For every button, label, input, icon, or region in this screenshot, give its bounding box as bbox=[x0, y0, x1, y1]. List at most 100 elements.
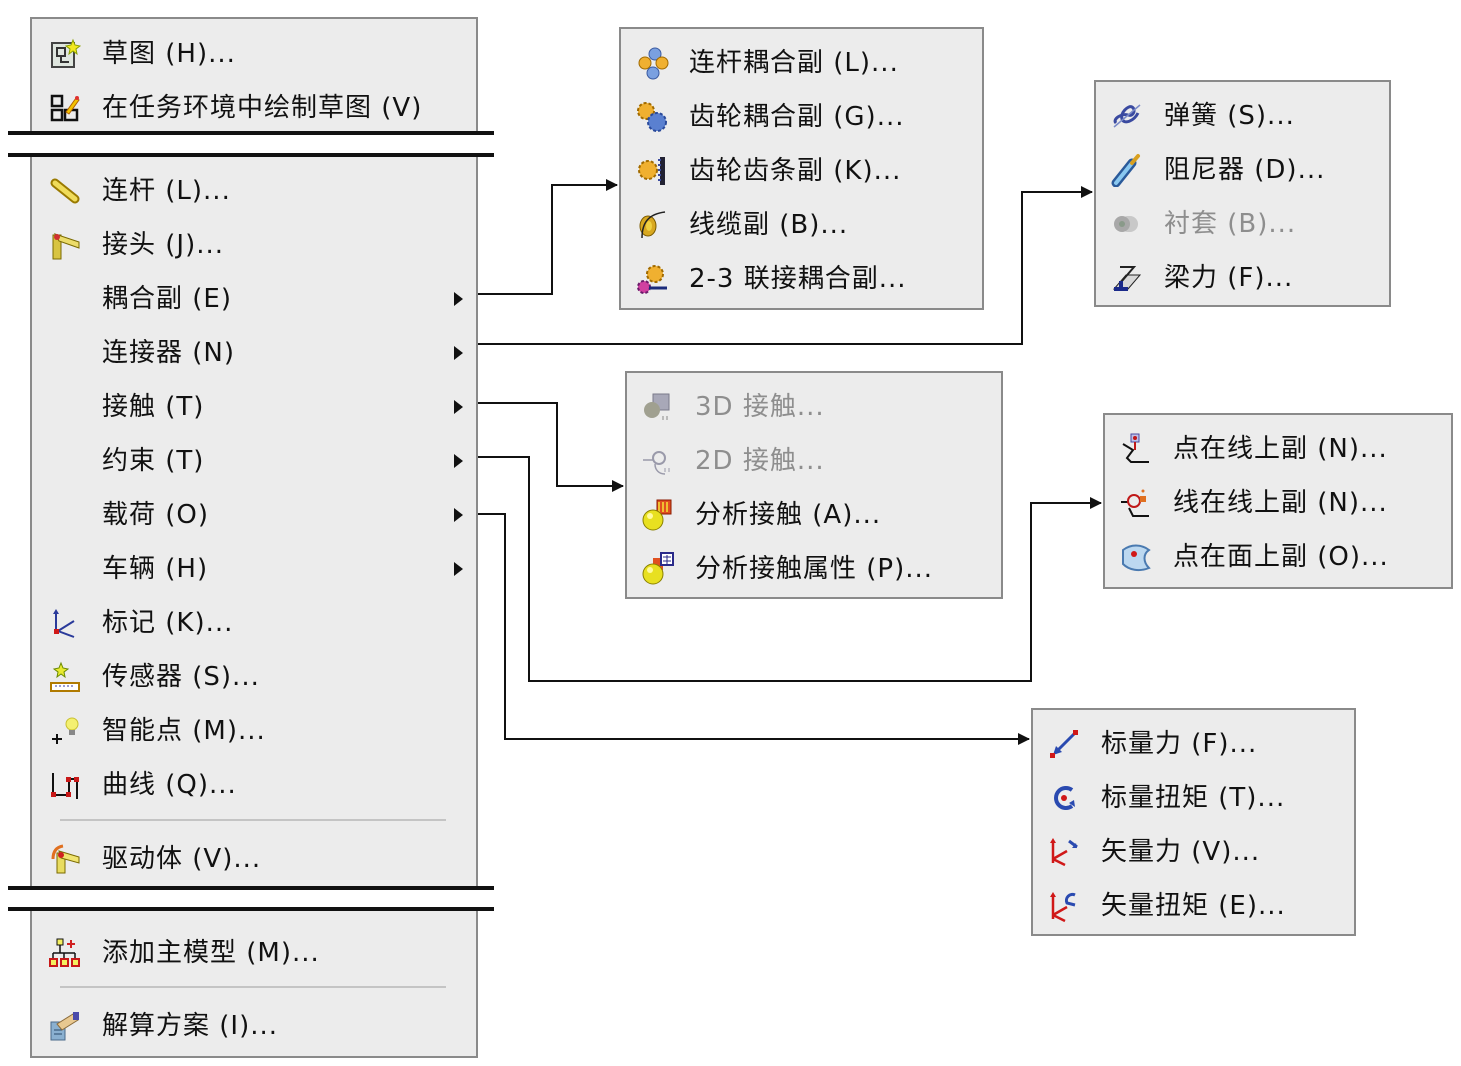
curve-on-curve-icon bbox=[1119, 486, 1153, 520]
submenu-item-bushing[interactable]: 衬套 (B)... bbox=[1096, 197, 1389, 251]
menu-item-sketch[interactable]: 草图 (H)... bbox=[32, 27, 476, 81]
menu-item-load[interactable]: 载荷 (O) bbox=[32, 488, 476, 542]
menu-break-line bbox=[8, 907, 494, 911]
submenu-item-analysis-contact-property[interactable]: 分析接触属性 (P)... bbox=[627, 542, 1001, 596]
menu-item-smart-point[interactable]: 智能点 (M)... bbox=[32, 704, 476, 758]
scalar-force-icon bbox=[1047, 727, 1081, 761]
menu-item-sketch-in-task[interactable]: 在任务环境中绘制草图 (V) bbox=[32, 81, 476, 135]
submenu-item-label: 线缆副 (B)... bbox=[689, 210, 849, 240]
menu-item-label: 曲线 (Q)... bbox=[102, 770, 237, 800]
menu-item-label: 载荷 (O) bbox=[102, 500, 210, 530]
contact-connector-line bbox=[458, 402, 624, 492]
submenu-item-3d-contact[interactable]: 3D 接触... bbox=[627, 380, 1001, 434]
analysis-contact-icon bbox=[641, 498, 675, 532]
menu-item-solution[interactable]: 解算方案 (I)... bbox=[32, 999, 476, 1053]
submenu-item-point-on-curve[interactable]: 点在线上副 (N)... bbox=[1105, 422, 1451, 476]
menu-separator bbox=[60, 986, 446, 988]
menu-item-label: 驱动体 (V)... bbox=[102, 844, 262, 874]
submenu-item-spring[interactable]: 弹簧 (S)... bbox=[1096, 89, 1389, 143]
menu-item-driver[interactable]: 驱动体 (V)... bbox=[32, 832, 476, 886]
marker-icon bbox=[48, 606, 82, 640]
menu-break-gap bbox=[8, 890, 494, 910]
submenu-item-label: 齿轮齿条副 (K)... bbox=[689, 156, 902, 186]
submenu-item-scalar-force[interactable]: 标量力 (F)... bbox=[1033, 717, 1354, 771]
3d-contact-icon bbox=[641, 390, 675, 424]
main-menu: 草图 (H)... 在任务环境中绘制草图 (V) 连杆 (L)... 接头 (J… bbox=[30, 17, 478, 1058]
coupler-connector-line bbox=[458, 179, 618, 295]
submenu-item-2d-contact[interactable]: 2D 接触... bbox=[627, 434, 1001, 488]
contact-submenu: 3D 接触... 2D 接触... 分析接触 (A)... 分析接触属性 (P)… bbox=[625, 371, 1003, 599]
beam-force-icon bbox=[1110, 261, 1144, 295]
menu-break-line bbox=[8, 131, 494, 135]
submenu-item-beam-force[interactable]: 梁力 (F)... bbox=[1096, 251, 1389, 305]
menu-item-label: 在任务环境中绘制草图 (V) bbox=[102, 93, 423, 123]
submenu-item-label: 分析接触 (A)... bbox=[695, 500, 882, 530]
smart-point-icon bbox=[48, 714, 82, 748]
menu-item-label: 接触 (T) bbox=[102, 392, 205, 422]
submenu-arrow-icon bbox=[454, 292, 463, 306]
menu-item-link[interactable]: 连杆 (L)... bbox=[32, 164, 476, 218]
menu-item-label: 解算方案 (I)... bbox=[102, 1011, 279, 1041]
menu-item-connector[interactable]: 连接器 (N) bbox=[32, 326, 476, 380]
vector-torque-icon bbox=[1047, 889, 1081, 923]
menu-item-label: 标记 (K)... bbox=[102, 608, 234, 638]
menu-item-vehicle[interactable]: 车辆 (H) bbox=[32, 542, 476, 596]
submenu-item-label: 3D 接触... bbox=[695, 392, 825, 422]
submenu-item-scalar-torque[interactable]: 标量扭矩 (T)... bbox=[1033, 771, 1354, 825]
2-3-joint-coupler-icon bbox=[635, 262, 669, 296]
bushing-icon bbox=[1110, 207, 1144, 241]
submenu-item-point-on-surface[interactable]: 点在面上副 (O)... bbox=[1105, 530, 1451, 584]
menu-item-label: 耦合副 (E) bbox=[102, 284, 232, 314]
menu-item-label: 连杆 (L)... bbox=[102, 176, 231, 206]
submenu-arrow-icon bbox=[454, 346, 463, 360]
submenu-item-linkage-coupler[interactable]: 连杆耦合副 (L)... bbox=[621, 36, 982, 90]
menu-break-line bbox=[8, 886, 494, 890]
submenu-item-rack-pinion[interactable]: 齿轮齿条副 (K)... bbox=[621, 144, 982, 198]
menu-item-constraint[interactable]: 约束 (T) bbox=[32, 434, 476, 488]
submenu-item-analysis-contact[interactable]: 分析接触 (A)... bbox=[627, 488, 1001, 542]
submenu-item-label: 分析接触属性 (P)... bbox=[695, 554, 934, 584]
menu-item-contact[interactable]: 接触 (T) bbox=[32, 380, 476, 434]
menu-item-sensor[interactable]: 传感器 (S)... bbox=[32, 650, 476, 704]
submenu-arrow-icon bbox=[454, 508, 463, 522]
2d-contact-icon bbox=[641, 444, 675, 478]
submenu-item-label: 标量扭矩 (T)... bbox=[1101, 783, 1286, 813]
submenu-item-label: 矢量力 (V)... bbox=[1101, 837, 1261, 867]
submenu-item-label: 2-3 联接耦合副... bbox=[689, 264, 907, 294]
submenu-item-label: 矢量扭矩 (E)... bbox=[1101, 891, 1286, 921]
constraint-submenu: 点在线上副 (N)... 线在线上副 (N)... 点在面上副 (O)... bbox=[1103, 413, 1453, 589]
sensor-icon bbox=[48, 660, 82, 694]
load-submenu: 标量力 (F)... 标量扭矩 (T)... 矢量力 (V)... 矢量扭矩 (… bbox=[1031, 708, 1356, 936]
menu-item-label: 约束 (T) bbox=[102, 446, 205, 476]
menu-item-label: 智能点 (M)... bbox=[102, 716, 266, 746]
damper-icon bbox=[1110, 153, 1144, 187]
submenu-item-vector-torque[interactable]: 矢量扭矩 (E)... bbox=[1033, 879, 1354, 933]
joint-icon bbox=[48, 228, 82, 262]
menu-item-marker[interactable]: 标记 (K)... bbox=[32, 596, 476, 650]
submenu-item-label: 连杆耦合副 (L)... bbox=[689, 48, 899, 78]
submenu-item-damper[interactable]: 阻尼器 (D)... bbox=[1096, 143, 1389, 197]
submenu-arrow-icon bbox=[454, 400, 463, 414]
menu-separator bbox=[60, 819, 446, 821]
menu-item-coupler[interactable]: 耦合副 (E) bbox=[32, 272, 476, 326]
submenu-item-label: 线在线上副 (N)... bbox=[1173, 488, 1388, 518]
menu-break-line bbox=[8, 153, 494, 157]
linkage-coupler-icon bbox=[635, 46, 669, 80]
submenu-arrow-icon bbox=[454, 454, 463, 468]
spring-icon bbox=[1110, 99, 1144, 133]
menu-item-curve[interactable]: 曲线 (Q)... bbox=[32, 758, 476, 812]
menu-item-joint[interactable]: 接头 (J)... bbox=[32, 218, 476, 272]
vector-force-icon bbox=[1047, 835, 1081, 869]
connector-submenu: 弹簧 (S)... 阻尼器 (D)... 衬套 (B)... 梁力 (F)... bbox=[1094, 80, 1391, 307]
submenu-item-label: 点在面上副 (O)... bbox=[1173, 542, 1389, 572]
submenu-item-label: 点在线上副 (N)... bbox=[1173, 434, 1388, 464]
submenu-item-curve-on-curve[interactable]: 线在线上副 (N)... bbox=[1105, 476, 1451, 530]
submenu-item-cable[interactable]: 线缆副 (B)... bbox=[621, 198, 982, 252]
menu-item-add-master-model[interactable]: 添加主模型 (M)... bbox=[32, 926, 476, 980]
submenu-item-gear-coupler[interactable]: 齿轮耦合副 (G)... bbox=[621, 90, 982, 144]
scalar-torque-icon bbox=[1047, 781, 1081, 815]
solution-icon bbox=[48, 1009, 82, 1043]
submenu-item-2-3-joint-coupler[interactable]: 2-3 联接耦合副... bbox=[621, 252, 982, 306]
submenu-item-vector-force[interactable]: 矢量力 (V)... bbox=[1033, 825, 1354, 879]
sketch-in-task-icon bbox=[48, 91, 82, 125]
